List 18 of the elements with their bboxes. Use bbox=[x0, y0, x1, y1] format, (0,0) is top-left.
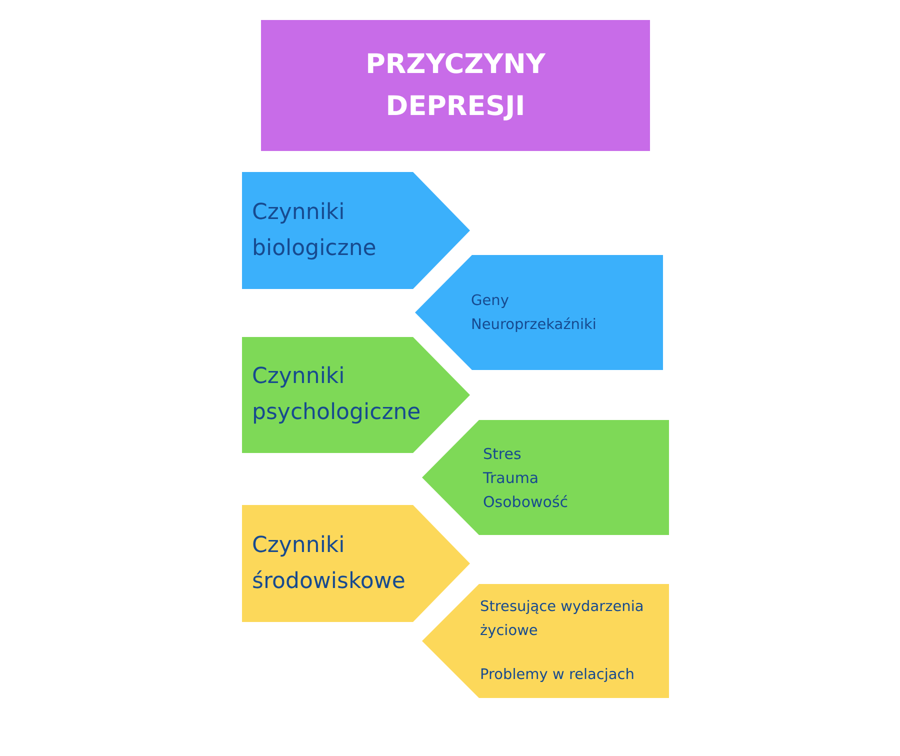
detail-arrow-shape bbox=[422, 584, 669, 698]
list-item: Stresujące wydarzenia życiowe bbox=[480, 598, 645, 641]
category-label: Czynniki psychologiczne bbox=[252, 363, 422, 427]
title-banner bbox=[261, 20, 650, 151]
list-item: Neuroprzekaźniki bbox=[471, 316, 596, 334]
title-text: PRZYCZYNY DEPRESJI bbox=[364, 48, 546, 124]
detail-arrow-shape bbox=[415, 255, 663, 370]
category-label: Czynniki biologiczne bbox=[252, 198, 378, 262]
list-item: Geny bbox=[471, 292, 509, 310]
category-label: Czynniki środowiskowe bbox=[252, 532, 406, 596]
category-arrow-shape bbox=[242, 505, 470, 622]
detail-arrow-shape bbox=[422, 420, 669, 535]
list-item: Trauma bbox=[483, 468, 539, 488]
list-item: Osobowość bbox=[483, 492, 568, 512]
list-item: Problemy w relacjach bbox=[480, 666, 634, 685]
category-arrow-shape bbox=[242, 172, 470, 289]
list-item: Stres bbox=[483, 444, 522, 464]
category-arrow-shape bbox=[242, 337, 470, 453]
